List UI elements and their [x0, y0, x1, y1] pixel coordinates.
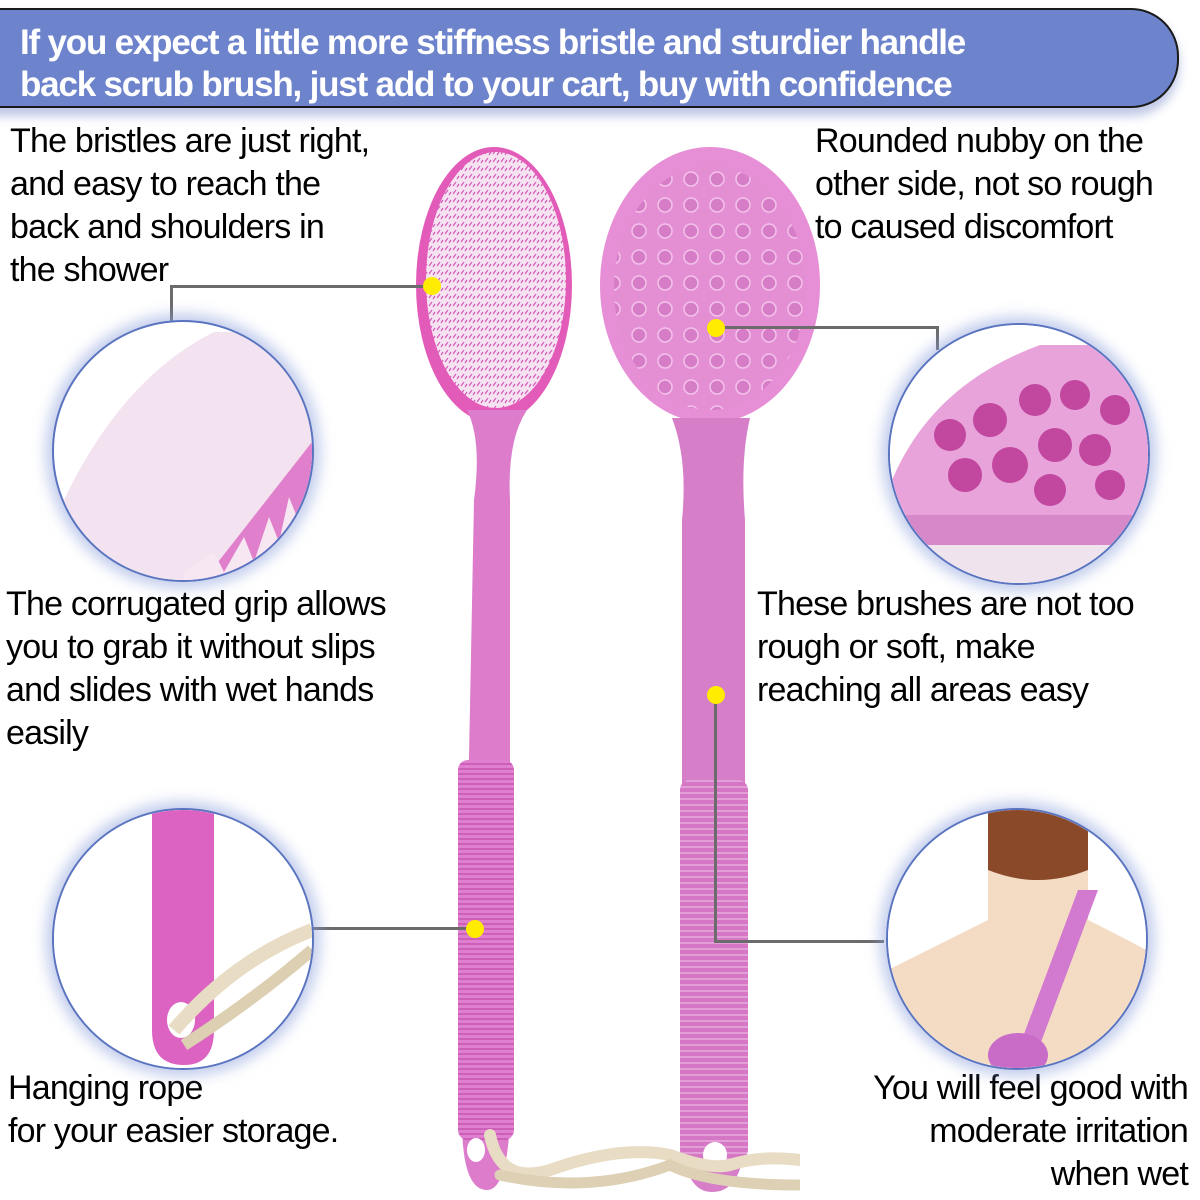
headline-text: If you expect a little more stiffness br… — [20, 22, 966, 106]
leader-nubby-h — [718, 326, 938, 329]
caption-bristles: The bristles are just right, and easy to… — [10, 122, 370, 289]
back-scrub-photo-icon — [888, 810, 1146, 1068]
detail-rope — [52, 808, 314, 1070]
detail-back-scrub — [886, 808, 1148, 1070]
leader-bristles-v — [170, 285, 173, 321]
rope-closeup-icon — [54, 810, 312, 1068]
leader-feel-v — [714, 694, 717, 942]
callout-dot-nubby — [707, 319, 725, 337]
headline-line-1: If you expect a little more stiffness br… — [20, 23, 966, 62]
leader-nubby-v — [936, 326, 939, 350]
headline-line-2: back scrub brush, just add to your cart,… — [20, 65, 953, 104]
headline-banner: If you expect a little more stiffness br… — [0, 8, 1179, 108]
caption-nubby: Rounded nubby on the other side, not so … — [815, 122, 1154, 246]
nub-closeup-icon — [890, 325, 1148, 583]
leader-rope-h — [310, 927, 474, 930]
callout-dot-bristles — [423, 277, 441, 295]
caption-rope: Hanging rope for your easier storage. — [8, 1069, 339, 1150]
rope-icon — [470, 1115, 800, 1200]
leader-bristles-h — [170, 285, 432, 288]
caption-texture: These brushes are not too rough or soft,… — [757, 585, 1135, 709]
bristle-closeup-icon — [54, 332, 312, 580]
bristle-brush-icon — [412, 140, 572, 1200]
caption-feel: You will feel good with moderate irritat… — [873, 1069, 1189, 1193]
detail-nubs — [888, 323, 1150, 585]
leader-feel-h — [714, 940, 884, 943]
callout-dot-texture — [707, 686, 725, 704]
detail-bristles — [52, 320, 314, 582]
callout-dot-grip — [466, 920, 484, 938]
nubby-brush-icon — [600, 140, 820, 1200]
caption-grip: The corrugated grip allows you to grab i… — [6, 585, 387, 752]
